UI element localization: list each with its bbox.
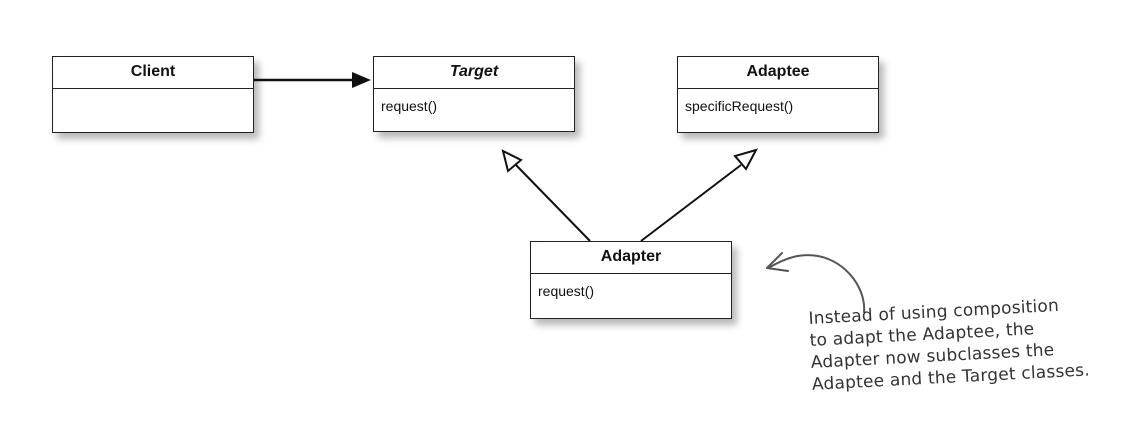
association-arrowhead [352,72,371,88]
generalization-arrowhead-target [501,149,523,173]
adapter-target-generalization [514,163,591,242]
class-adaptee: Adaptee specificRequest() [677,56,879,133]
annotation-arrow [769,254,866,313]
class-adapter: Adapter request() [530,241,732,319]
method-adapter-request: request() [538,283,595,299]
class-name-adapter: Adapter [531,242,731,274]
class-name-target: Target [374,57,574,89]
class-client: Client [52,56,254,133]
class-target: Target request() [373,56,575,132]
class-name-client: Client [53,57,253,89]
method-target-request: request() [381,98,438,114]
generalization-arrowhead-adaptee [733,148,758,171]
annotation-arrowhead [766,252,789,272]
adapter-adaptee-generalization [640,164,742,242]
annotation-note: Instead of using composition to adapt th… [808,292,1122,396]
class-name-adaptee: Adaptee [678,57,878,89]
method-adaptee-specific-request: specificRequest() [685,98,794,114]
